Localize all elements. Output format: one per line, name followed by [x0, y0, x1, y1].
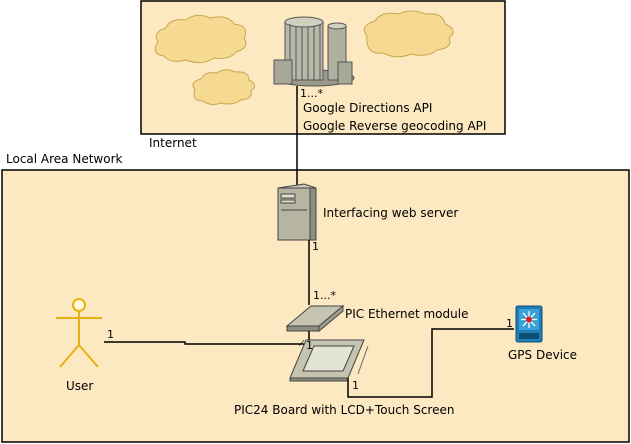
gps-device-icon	[515, 305, 543, 343]
multiplicity-server: 1	[312, 240, 319, 253]
user-actor-icon	[56, 298, 102, 368]
multiplicity-api: 1...*	[300, 87, 323, 100]
multiplicity-gps: 1	[506, 317, 513, 330]
gps-label: GPS Device	[508, 348, 577, 362]
board-gps-link	[347, 328, 514, 398]
server-cluster-icon	[273, 16, 355, 87]
web-server-label: Interfacing web server	[323, 206, 458, 220]
multiplicity-ethernet: 1...*	[313, 289, 336, 302]
cloud-icon	[363, 10, 454, 58]
multiplicity-board-user: 1	[306, 339, 313, 352]
server-tower-icon	[277, 183, 317, 241]
multiplicity-board-gps: 1	[352, 379, 359, 392]
lan-label: Local Area Network	[6, 152, 123, 166]
board-lcd-icon	[289, 339, 369, 382]
multiplicity-user: 1	[107, 328, 114, 341]
cloud-icon	[154, 14, 247, 64]
ethernet-module-icon	[285, 304, 345, 333]
board-label: PIC24 Board with LCD+Touch Screen	[234, 403, 454, 417]
internet-label: Internet	[149, 136, 197, 150]
user-label: User	[66, 379, 93, 393]
api-label-line2: Google Reverse geocoding API	[303, 119, 486, 133]
api-label-line1: Google Directions API	[303, 101, 432, 115]
ethernet-label: PIC Ethernet module	[345, 307, 468, 321]
cloud-icon	[192, 69, 255, 106]
user-board-link	[104, 341, 304, 345]
